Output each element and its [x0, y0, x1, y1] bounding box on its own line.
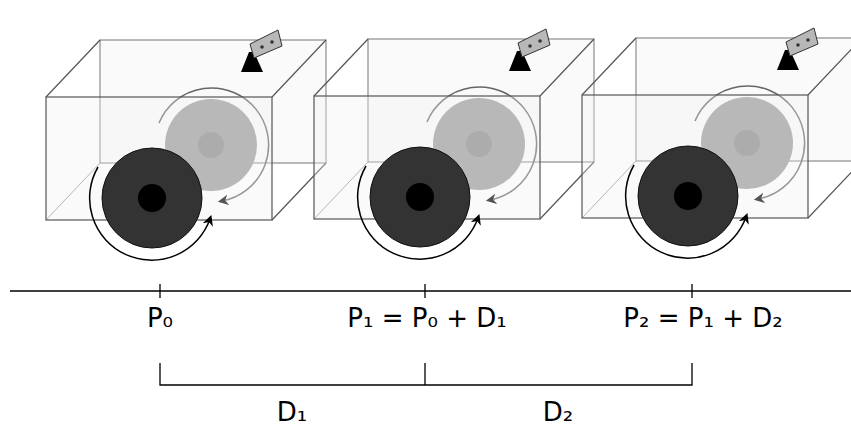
position-label: P₂ = P₁ + D₂ [623, 304, 782, 334]
position-label: P₀ [147, 304, 173, 334]
distance-label: D₂ [543, 398, 573, 428]
distance-label: D₁ [277, 398, 307, 428]
position-label: P₁ = P₀ + D₁ [347, 304, 506, 334]
